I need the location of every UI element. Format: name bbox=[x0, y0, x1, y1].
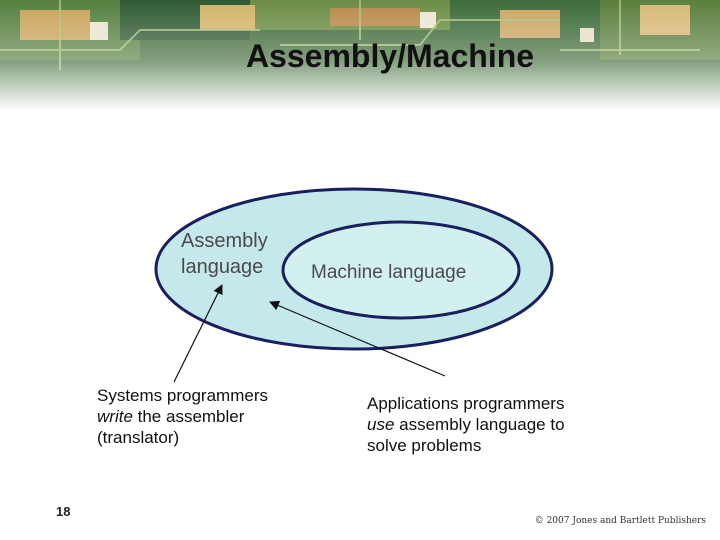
caption-text: the assembler bbox=[132, 407, 245, 426]
systems-programmers-arrow bbox=[173, 284, 223, 383]
systems-programmers-caption: Systems programmers write the assembler … bbox=[97, 385, 317, 448]
caption-emphasis: write bbox=[97, 407, 133, 426]
caption-line: Systems programmers bbox=[97, 386, 268, 405]
copyright-notice: © 2007 Jones and Bartlett Publishers bbox=[534, 516, 706, 526]
caption-emphasis: use bbox=[367, 415, 395, 434]
applications-programmers-caption: Applications programmers use assembly la… bbox=[367, 393, 617, 456]
caption-line: Applications programmers bbox=[367, 394, 565, 413]
slide-title: Assembly/Machine bbox=[245, 38, 535, 74]
machine-language-label: Machine language bbox=[311, 262, 466, 283]
caption-line: solve problems bbox=[367, 436, 482, 455]
slide-number: 18 bbox=[56, 504, 71, 519]
assembly-language-label-line1: Assembly bbox=[181, 230, 268, 252]
caption-line: (translator) bbox=[97, 428, 180, 447]
applications-programmers-arrow bbox=[269, 300, 446, 377]
caption-line: write the assembler bbox=[97, 406, 317, 427]
circuit-board-banner bbox=[0, 0, 720, 110]
caption-text: assembly language to bbox=[394, 415, 565, 434]
assembly-language-label-line2: language bbox=[181, 256, 263, 278]
caption-line: use assembly language to bbox=[367, 414, 617, 435]
machine-language-ellipse bbox=[281, 220, 521, 320]
